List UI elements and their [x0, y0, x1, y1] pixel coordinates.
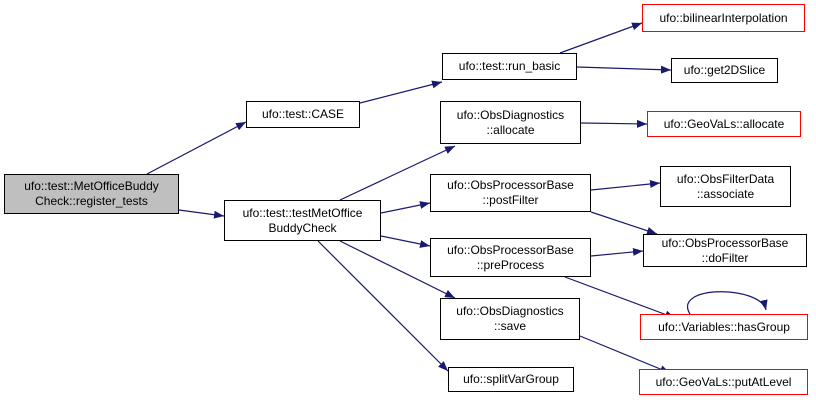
edge-testMetOffice-to-obsdiag_save [339, 240, 456, 299]
edge-obsdiag_save-to-putAtLevel [579, 335, 671, 374]
edge-testMetOffice-to-obsdiag_allocate [339, 145, 456, 201]
node-label-line: ufo::GeoVaLs::putAtLevel [655, 374, 792, 389]
node-associate[interactable]: ufo::ObsFilterData::associate [660, 166, 791, 207]
edge-testMetOffice-to-preProcess [380, 235, 431, 248]
node-geovals_allocate[interactable]: ufo::GeoVaLs::allocate [647, 111, 801, 137]
node-label-line: ::postFilter [482, 193, 539, 207]
node-preProcess[interactable]: ufo::ObsProcessorBase::preProcess [430, 238, 591, 277]
node-label-line: ufo::ObsDiagnostics [456, 107, 565, 122]
node-putAtLevel[interactable]: ufo::GeoVaLs::putAtLevel [639, 369, 808, 395]
node-get2DSlice[interactable]: ufo::get2DSlice [671, 58, 778, 83]
edge-testMetOffice-to-postFilter [380, 201, 431, 214]
edge-case-to-run_basic [359, 80, 443, 104]
node-case[interactable]: ufo::test::CASE [246, 101, 360, 128]
node-splitVarGroup[interactable]: ufo::splitVarGroup [448, 367, 574, 392]
node-obsdiag_save[interactable]: ufo::ObsDiagnostics::save [440, 298, 580, 340]
node-label-line: ufo::ObsProcessorBase [661, 235, 789, 250]
node-label-line: BuddyCheck [268, 220, 337, 235]
node-label-line: ::allocate [486, 122, 535, 137]
node-label-line: ufo::ObsProcessorBase [447, 242, 574, 257]
node-label-line: ::doFilter [701, 250, 749, 265]
node-label-line: ufo::test::run_basic [458, 59, 561, 73]
edge-run_basic-to-get2DSlice [576, 65, 672, 74]
node-postFilter[interactable]: ufo::ObsProcessorBase::postFilter [430, 174, 591, 212]
node-label-line: ufo::test::MetOfficeBuddy [24, 179, 159, 193]
node-bilinear[interactable]: ufo::bilinearInterpolation [642, 4, 805, 32]
edge-preProcess-to-hasGroup [564, 276, 676, 319]
node-label-line: ::associate [696, 186, 755, 201]
node-label-line: ufo::ObsFilterData [676, 171, 775, 186]
node-obsdiag_allocate[interactable]: ufo::ObsDiagnostics::allocate [440, 101, 581, 144]
edge-postFilter-to-doFilter [590, 211, 658, 235]
node-hasGroup[interactable]: ufo::Variables::hasGroup [640, 314, 808, 340]
node-label-line: ufo::GeoVaLs::allocate [663, 116, 785, 131]
node-label-line: ufo::bilinearInterpolation [659, 10, 788, 25]
node-label-line: ::save [493, 319, 526, 333]
edge-obsdiag_allocate-to-geovals_allocate [580, 119, 648, 128]
edge-register_tests-to-testMetOffice [178, 209, 225, 219]
node-label-line: ufo::get2DSlice [683, 63, 766, 77]
node-label-line: ufo::Variables::hasGroup [658, 319, 790, 334]
node-label-line: ufo::splitVarGroup [463, 372, 559, 386]
node-label-line: ufo::test::CASE [261, 107, 345, 121]
node-label-line: ufo::ObsDiagnostics [456, 304, 564, 318]
node-label-line: ufo::ObsProcessorBase [447, 178, 574, 192]
node-run_basic[interactable]: ufo::test::run_basic [442, 53, 577, 80]
node-doFilter[interactable]: ufo::ObsProcessorBase::doFilter [643, 234, 807, 267]
edge-preProcess-to-doFilter [590, 247, 644, 257]
edge-run_basic-to-bilinear [559, 22, 643, 54]
edge-hasGroup-to-hasGroup [687, 291, 768, 315]
edge-postFilter-to-associate [590, 180, 661, 191]
edge-register_tests-to-case [146, 121, 247, 175]
edge-testMetOffice-to-splitVarGroup [317, 240, 449, 372]
node-label-line: Check::register_tests [35, 194, 148, 208]
node-label-line: ufo::test::testMetOffice [242, 205, 363, 220]
node-label-line: ::preProcess [476, 257, 545, 272]
